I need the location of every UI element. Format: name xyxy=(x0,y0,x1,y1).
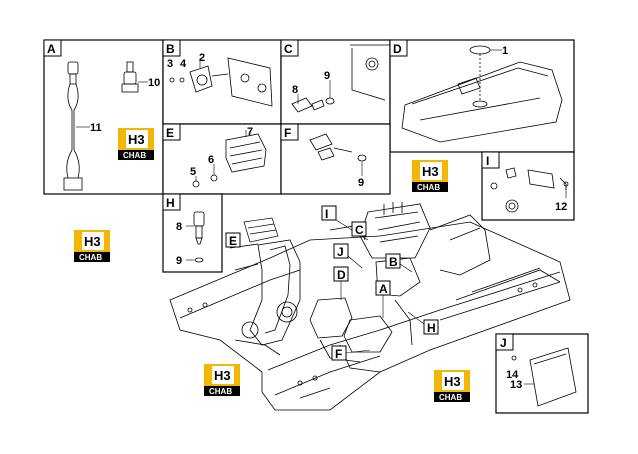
part-label-2: 2 xyxy=(199,52,205,64)
svg-text:H3: H3 xyxy=(128,132,145,147)
sensor-h-drawing xyxy=(193,211,205,263)
part-label-9-f: 9 xyxy=(358,177,364,189)
part-label-5: 5 xyxy=(190,166,196,178)
svg-text:H3: H3 xyxy=(444,374,461,389)
panel-f: F 9 xyxy=(280,123,391,195)
sensor-bracket-drawing xyxy=(169,57,273,107)
panel-d: D 1 xyxy=(389,39,575,153)
part-label-8-h: 8 xyxy=(176,221,182,233)
svg-text:H3: H3 xyxy=(84,234,101,249)
panel-e: E 7 6 5 xyxy=(162,123,282,195)
part-label-9-h: 9 xyxy=(176,255,182,267)
controller-drawing xyxy=(511,347,577,407)
callout-e: E xyxy=(225,217,279,248)
switch-harness-drawing xyxy=(63,61,139,191)
part-label-12: 12 xyxy=(555,201,567,213)
panel-e-letter: E xyxy=(166,126,174,140)
svg-text:H3: H3 xyxy=(422,164,439,179)
svg-text:CHAB: CHAB xyxy=(439,393,462,402)
panel-b: B 2 3 4 xyxy=(162,39,282,125)
panel-c-letter: C xyxy=(284,42,293,56)
part-label-6: 6 xyxy=(208,154,214,166)
pressure-sensor-drawing xyxy=(291,44,390,113)
panel-h-letter: H xyxy=(166,196,175,210)
part-label-11: 11 xyxy=(90,122,102,134)
logo-3: H3 CHAB xyxy=(74,230,110,262)
callout-c: C xyxy=(351,221,367,237)
part-label-14: 14 xyxy=(506,369,519,381)
svg-text:B: B xyxy=(389,255,398,269)
main-frame-drawing xyxy=(169,202,571,411)
svg-text:I: I xyxy=(325,207,328,221)
sensor-f-drawing xyxy=(309,133,367,162)
svg-text:A: A xyxy=(379,282,388,296)
part-label-7: 7 xyxy=(247,126,253,138)
panel-a-letter: A xyxy=(47,42,56,56)
part-label-10: 10 xyxy=(148,77,160,89)
svg-text:J: J xyxy=(337,245,344,259)
callout-j: J xyxy=(333,243,363,269)
callout-f: F xyxy=(331,345,371,361)
part-label-13: 13 xyxy=(510,379,522,391)
svg-text:CHAB: CHAB xyxy=(209,387,232,396)
svg-text:C: C xyxy=(355,223,364,237)
panel-i-letter: I xyxy=(486,154,489,168)
panel-j-letter: J xyxy=(500,336,507,350)
svg-text:H: H xyxy=(427,321,436,335)
svg-text:F: F xyxy=(335,347,342,361)
part-label-9-c: 9 xyxy=(324,70,330,82)
part-label-4: 4 xyxy=(180,58,187,70)
panel-c: C 9 8 xyxy=(280,39,391,125)
part-label-3: 3 xyxy=(167,58,173,70)
part-label-1: 1 xyxy=(502,45,508,57)
svg-text:H3: H3 xyxy=(214,368,231,383)
svg-text:D: D xyxy=(337,268,346,282)
logo-1: H3 CHAB xyxy=(118,128,154,160)
callout-a: A xyxy=(375,280,391,318)
logo-4: H3 CHAB xyxy=(204,364,240,396)
panel-a: A 10 11 xyxy=(43,39,164,195)
cab-roof-drawing xyxy=(401,45,563,143)
panel-f-letter: F xyxy=(284,126,291,140)
callout-h: H xyxy=(407,311,439,335)
svg-text:CHAB: CHAB xyxy=(123,151,146,160)
panel-j: J 14 13 xyxy=(495,333,589,414)
svg-text:CHAB: CHAB xyxy=(79,253,102,262)
panel-b-letter: B xyxy=(166,42,175,56)
panel-h: H 8 9 xyxy=(162,193,223,273)
callout-b: B xyxy=(385,253,413,273)
callout-d: D xyxy=(333,266,349,300)
svg-text:E: E xyxy=(229,234,237,248)
panel-d-letter: D xyxy=(393,42,402,56)
panel-i: I 12 xyxy=(481,151,575,221)
cab-switch-panel-drawing xyxy=(490,167,569,213)
logo-5: H3 CHAB xyxy=(434,370,470,402)
svg-text:CHAB: CHAB xyxy=(417,183,440,192)
part-label-8-c: 8 xyxy=(292,84,298,96)
logo-2: H3 CHAB xyxy=(412,160,448,192)
